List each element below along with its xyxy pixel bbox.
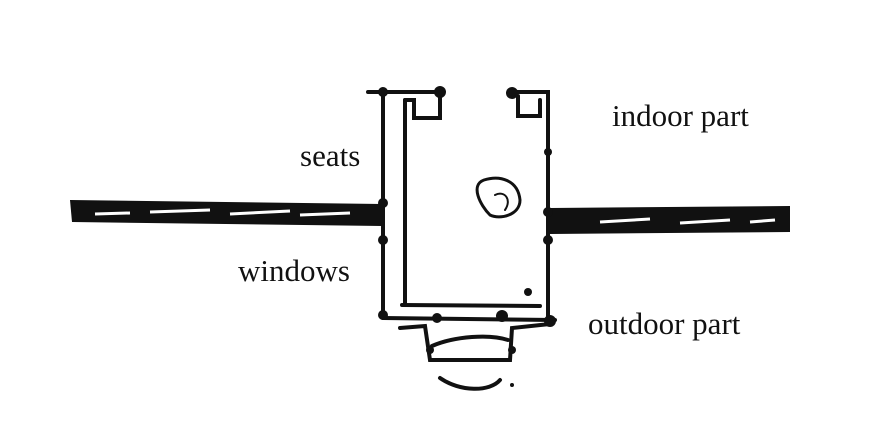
label-indoor-part: indoor part: [612, 98, 749, 133]
building-outline: [366, 90, 557, 391]
joint-dots: [378, 86, 556, 387]
wall-left: [70, 200, 385, 226]
label-outdoor-part: outdoor part: [588, 306, 741, 341]
wall-right: [550, 206, 790, 234]
label-seats: seats: [300, 138, 361, 173]
label-windows: windows: [238, 253, 350, 288]
